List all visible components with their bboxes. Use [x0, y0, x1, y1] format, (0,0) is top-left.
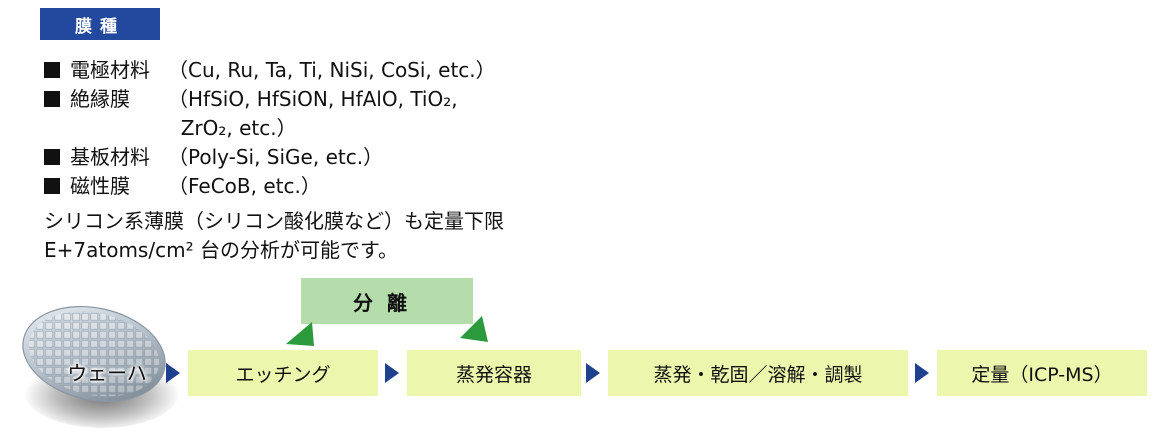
step-etching: エッチング [188, 350, 378, 396]
wafer-icon [22, 305, 180, 428]
flow-arrow-icon [915, 363, 929, 383]
loop-arrow-down-icon [286, 322, 314, 346]
film-label: 磁性膜 [70, 174, 130, 198]
flow-arrow-icon [385, 363, 399, 383]
square-bullet-icon [44, 91, 60, 107]
detection-limit-note: シリコン系薄膜（シリコン酸化膜など）も定量下限 E+7atoms/cm² 台の分… [44, 207, 504, 265]
film-item-insulator: 絶縁膜 （HfSiO, HfSiON, HfAlO, TiO₂, ZrO₂, e… [44, 85, 496, 143]
film-item-magnetic: 磁性膜 （FeCoB, etc.） [44, 172, 496, 201]
film-detail: （Poly-Si, SiGe, etc.） [168, 145, 384, 169]
loop-arrow-up-icon [460, 316, 488, 342]
square-bullet-icon [44, 62, 60, 78]
note-line: シリコン系薄膜（シリコン酸化膜など）も定量下限 [44, 209, 504, 233]
film-label: 基板材料 [70, 145, 150, 169]
flow-arrow-icon [166, 363, 180, 383]
separation-box: 分離 [301, 278, 473, 324]
square-bullet-icon [44, 149, 60, 165]
wafer-label: ウェーハ [67, 361, 147, 385]
film-detail: （FeCoB, etc.） [168, 174, 321, 198]
film-type-list: 電極材料 （Cu, Ru, Ta, Ti, NiSi, CoSi, etc.） … [44, 56, 496, 201]
film-item-substrate: 基板材料 （Poly-Si, SiGe, etc.） [44, 143, 496, 172]
section-heading: 膜種 [40, 8, 160, 40]
film-detail: （Cu, Ru, Ta, Ti, NiSi, CoSi, etc.） [168, 58, 496, 82]
step-evaporation-dissolution: 蒸発・乾固／溶解・調製 [608, 350, 908, 396]
film-label: 電極材料 [70, 58, 150, 82]
step-evaporation-vessel: 蒸発容器 [407, 350, 581, 396]
film-label: 絶縁膜 [70, 87, 130, 111]
square-bullet-icon [44, 178, 60, 194]
film-detail: （HfSiO, HfSiON, HfAlO, TiO₂, ZrO₂, etc.） [168, 87, 458, 140]
flow-arrow-icon [586, 363, 600, 383]
film-item-electrode: 電極材料 （Cu, Ru, Ta, Ti, NiSi, CoSi, etc.） [44, 56, 496, 85]
step-icp-ms: 定量（ICP-MS） [937, 350, 1147, 396]
note-line: E+7atoms/cm² 台の分析が可能です。 [44, 238, 398, 262]
